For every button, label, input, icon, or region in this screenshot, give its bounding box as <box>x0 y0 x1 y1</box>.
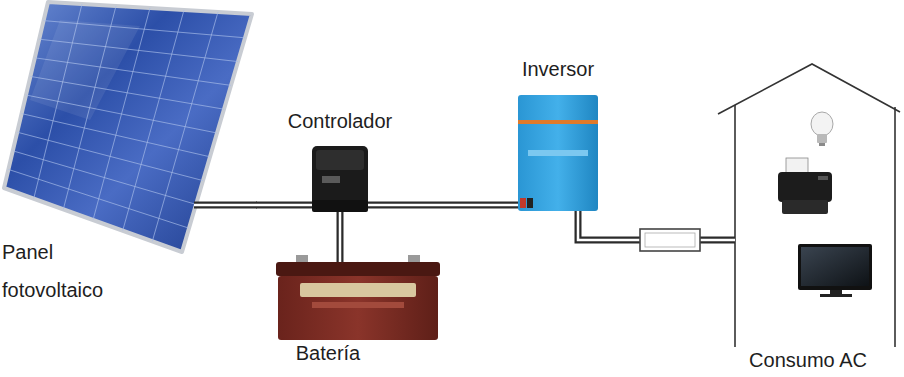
cable-core <box>256 204 312 207</box>
light-bulb-part <box>811 112 833 136</box>
printer-part <box>818 176 828 180</box>
charge-controller-part <box>312 146 368 212</box>
light-bulb-part <box>817 134 827 143</box>
panel-grid-part <box>13 151 196 205</box>
television-part <box>801 247 869 286</box>
printer-part <box>778 172 832 202</box>
inverter-part <box>528 150 588 156</box>
television-part <box>830 290 842 294</box>
panel-grid-part <box>17 132 203 180</box>
house: Consumo AC <box>735 62 897 347</box>
inverter: Inversor <box>518 95 598 211</box>
television <box>798 244 872 297</box>
cable-sheath <box>368 202 518 209</box>
house-part <box>734 105 736 347</box>
house-part <box>894 107 896 347</box>
solar-panel-part <box>30 20 140 120</box>
cable <box>340 212 341 262</box>
printer-part <box>786 158 808 174</box>
battery: Batería <box>276 262 440 340</box>
light-bulb <box>811 112 833 146</box>
panel-cable-stub-part <box>194 204 257 207</box>
cable-core <box>368 204 518 207</box>
battery <box>276 255 440 340</box>
battery-part <box>300 283 416 297</box>
breaker-box <box>640 229 700 251</box>
solar-panel: Panel fotovoltaico <box>0 0 256 256</box>
charge-controller <box>312 146 368 212</box>
battery-part <box>276 262 440 276</box>
battery-part <box>312 302 404 308</box>
house <box>718 64 900 347</box>
panel-grid-part <box>8 169 189 228</box>
part-label: Batería <box>296 342 360 365</box>
printer <box>778 158 832 214</box>
part-label: Inversor <box>522 58 594 81</box>
cable-sheath <box>337 212 344 262</box>
inverter-part <box>527 198 533 208</box>
charge-controller-part <box>322 176 340 183</box>
panel-cable-stub <box>194 205 257 206</box>
part-label: Consumo AC <box>749 349 867 372</box>
part-label: Panel fotovoltaico <box>2 233 152 309</box>
cable <box>368 205 518 206</box>
television-part <box>820 294 852 297</box>
house-part <box>718 64 900 114</box>
panel-grid-part <box>22 114 210 157</box>
breaker-box-part <box>645 233 695 247</box>
television-part <box>798 244 872 290</box>
light-bulb-part <box>819 143 825 146</box>
inverter-part <box>520 198 526 208</box>
printer-part <box>782 200 828 214</box>
breaker-box-part <box>640 229 700 251</box>
cable-core <box>339 212 342 262</box>
cable <box>256 205 312 206</box>
inverter-part <box>518 95 598 211</box>
charge-controller-part <box>312 200 368 212</box>
inverter <box>518 95 598 211</box>
battery-part <box>278 276 438 340</box>
charge-controller-part <box>316 150 364 170</box>
part-label: Controlador <box>288 110 393 133</box>
solar-panel <box>4 2 252 252</box>
panel-cable-stub-part <box>194 202 257 209</box>
solar-panel-part <box>4 2 252 252</box>
charge-controller: Controlador <box>312 146 368 212</box>
inverter-part <box>518 120 598 124</box>
cable-sheath <box>256 202 312 209</box>
